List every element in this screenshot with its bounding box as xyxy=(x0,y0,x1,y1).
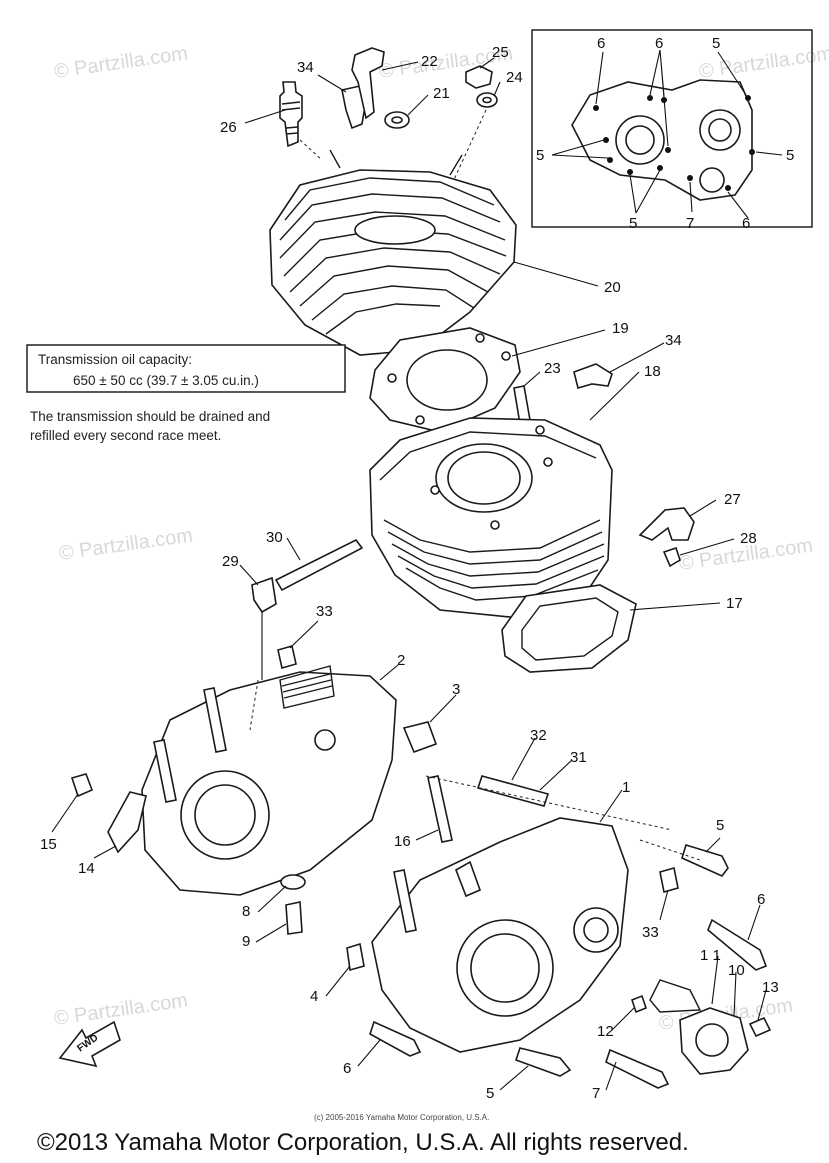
watermark: © Partzilla.com xyxy=(58,524,195,565)
oil-capacity-box: Transmission oil capacity: 650 ± 50 cc (… xyxy=(26,344,346,393)
drain-note-line1: The transmission should be drained and xyxy=(30,409,270,424)
collar xyxy=(277,644,297,670)
callout-26: 26 xyxy=(220,119,237,136)
callout-33: 33 xyxy=(316,603,333,620)
callout-7: 7 xyxy=(592,1085,600,1102)
callout-8: 8 xyxy=(242,903,250,920)
callout-12: 12 xyxy=(597,1023,614,1040)
screw xyxy=(70,773,94,798)
callout-5: 5 xyxy=(716,817,724,834)
callout-34: 34 xyxy=(665,332,682,349)
callout-29: 29 xyxy=(222,553,239,570)
collar xyxy=(402,721,438,754)
small-credit: (c) 2005-2016 Yamaha Motor Corporation, … xyxy=(314,1113,489,1122)
callout-6: 6 xyxy=(597,35,605,52)
callout-numbers: 6 6 5 5 5 5 7 6 34 22 25 24 21 26 20 19 … xyxy=(40,35,794,1102)
callout-4: 4 xyxy=(310,988,318,1005)
callout-5: 5 xyxy=(536,147,544,164)
callout-13: 13 xyxy=(762,979,779,996)
callout-6: 6 xyxy=(343,1060,351,1077)
callout-28: 28 xyxy=(740,530,757,547)
oil-capacity-line1: Transmission oil capacity: xyxy=(38,352,192,367)
callout-5: 5 xyxy=(629,215,637,232)
callout-31: 31 xyxy=(570,749,587,766)
pipe xyxy=(476,775,550,807)
callout-23: 23 xyxy=(544,360,561,377)
callout-17: 17 xyxy=(726,595,743,612)
oil-capacity-line2: 650 ± 50 cc (39.7 ± 3.05 cu.in.) xyxy=(73,373,259,388)
callout-5: 5 xyxy=(486,1085,494,1102)
callout-6: 6 xyxy=(742,215,750,232)
callout-11: 1 1 xyxy=(700,947,721,964)
cylinder-head xyxy=(269,149,517,356)
watermark: © Partzilla.com xyxy=(53,42,190,83)
callout-34: 34 xyxy=(297,59,314,76)
drain-note: The transmission should be drained and r… xyxy=(30,409,270,443)
drain-note-line2: refilled every second race meet. xyxy=(30,428,221,443)
left-crankcase xyxy=(141,665,397,896)
plate xyxy=(107,791,147,854)
dowel xyxy=(346,942,365,972)
callout-1: 1 xyxy=(622,779,630,796)
callout-3: 3 xyxy=(452,681,460,698)
callout-22: 22 xyxy=(421,53,438,70)
stud xyxy=(427,775,453,843)
breather-pipe xyxy=(251,538,364,680)
fwd-arrow-icon: FWD xyxy=(58,1020,121,1068)
callout-6: 6 xyxy=(757,891,765,908)
callout-18: 18 xyxy=(644,363,661,380)
callout-6: 6 xyxy=(655,35,663,52)
drain-bolt xyxy=(285,901,303,935)
callout-2: 2 xyxy=(397,652,405,669)
callout-21: 21 xyxy=(433,85,450,102)
callout-30: 30 xyxy=(266,529,283,546)
cover-assembly xyxy=(631,979,772,1075)
bracket xyxy=(638,507,695,568)
stud-and-cap xyxy=(513,363,613,426)
callout-10: 10 xyxy=(728,962,745,979)
callout-9: 9 xyxy=(242,933,250,950)
callout-14: 14 xyxy=(78,860,95,877)
callout-20: 20 xyxy=(604,279,621,296)
watermark: © Partzilla.com xyxy=(53,989,190,1030)
callout-19: 19 xyxy=(612,320,629,337)
right-crankcase xyxy=(371,817,629,1053)
callout-27: 27 xyxy=(724,491,741,508)
callout-32: 32 xyxy=(530,727,547,744)
head-gasket xyxy=(369,327,521,433)
bolts xyxy=(369,844,768,1089)
callout-15: 15 xyxy=(40,836,57,853)
callout-5: 5 xyxy=(786,147,794,164)
inset-bolt-locations xyxy=(531,29,813,228)
callout-24: 24 xyxy=(506,69,523,86)
callout-25: 25 xyxy=(492,44,509,61)
base-gasket xyxy=(501,584,637,673)
callout-7: 7 xyxy=(686,215,694,232)
top-hardware xyxy=(279,47,498,211)
washer xyxy=(280,874,306,890)
callout-16: 16 xyxy=(394,833,411,850)
leader-lines xyxy=(51,57,767,1091)
cylinder xyxy=(369,417,613,619)
footer-copyright: ©2013 Yamaha Motor Corporation, U.S.A. A… xyxy=(37,1129,689,1156)
callout-33: 33 xyxy=(642,924,659,941)
callout-5: 5 xyxy=(712,35,720,52)
